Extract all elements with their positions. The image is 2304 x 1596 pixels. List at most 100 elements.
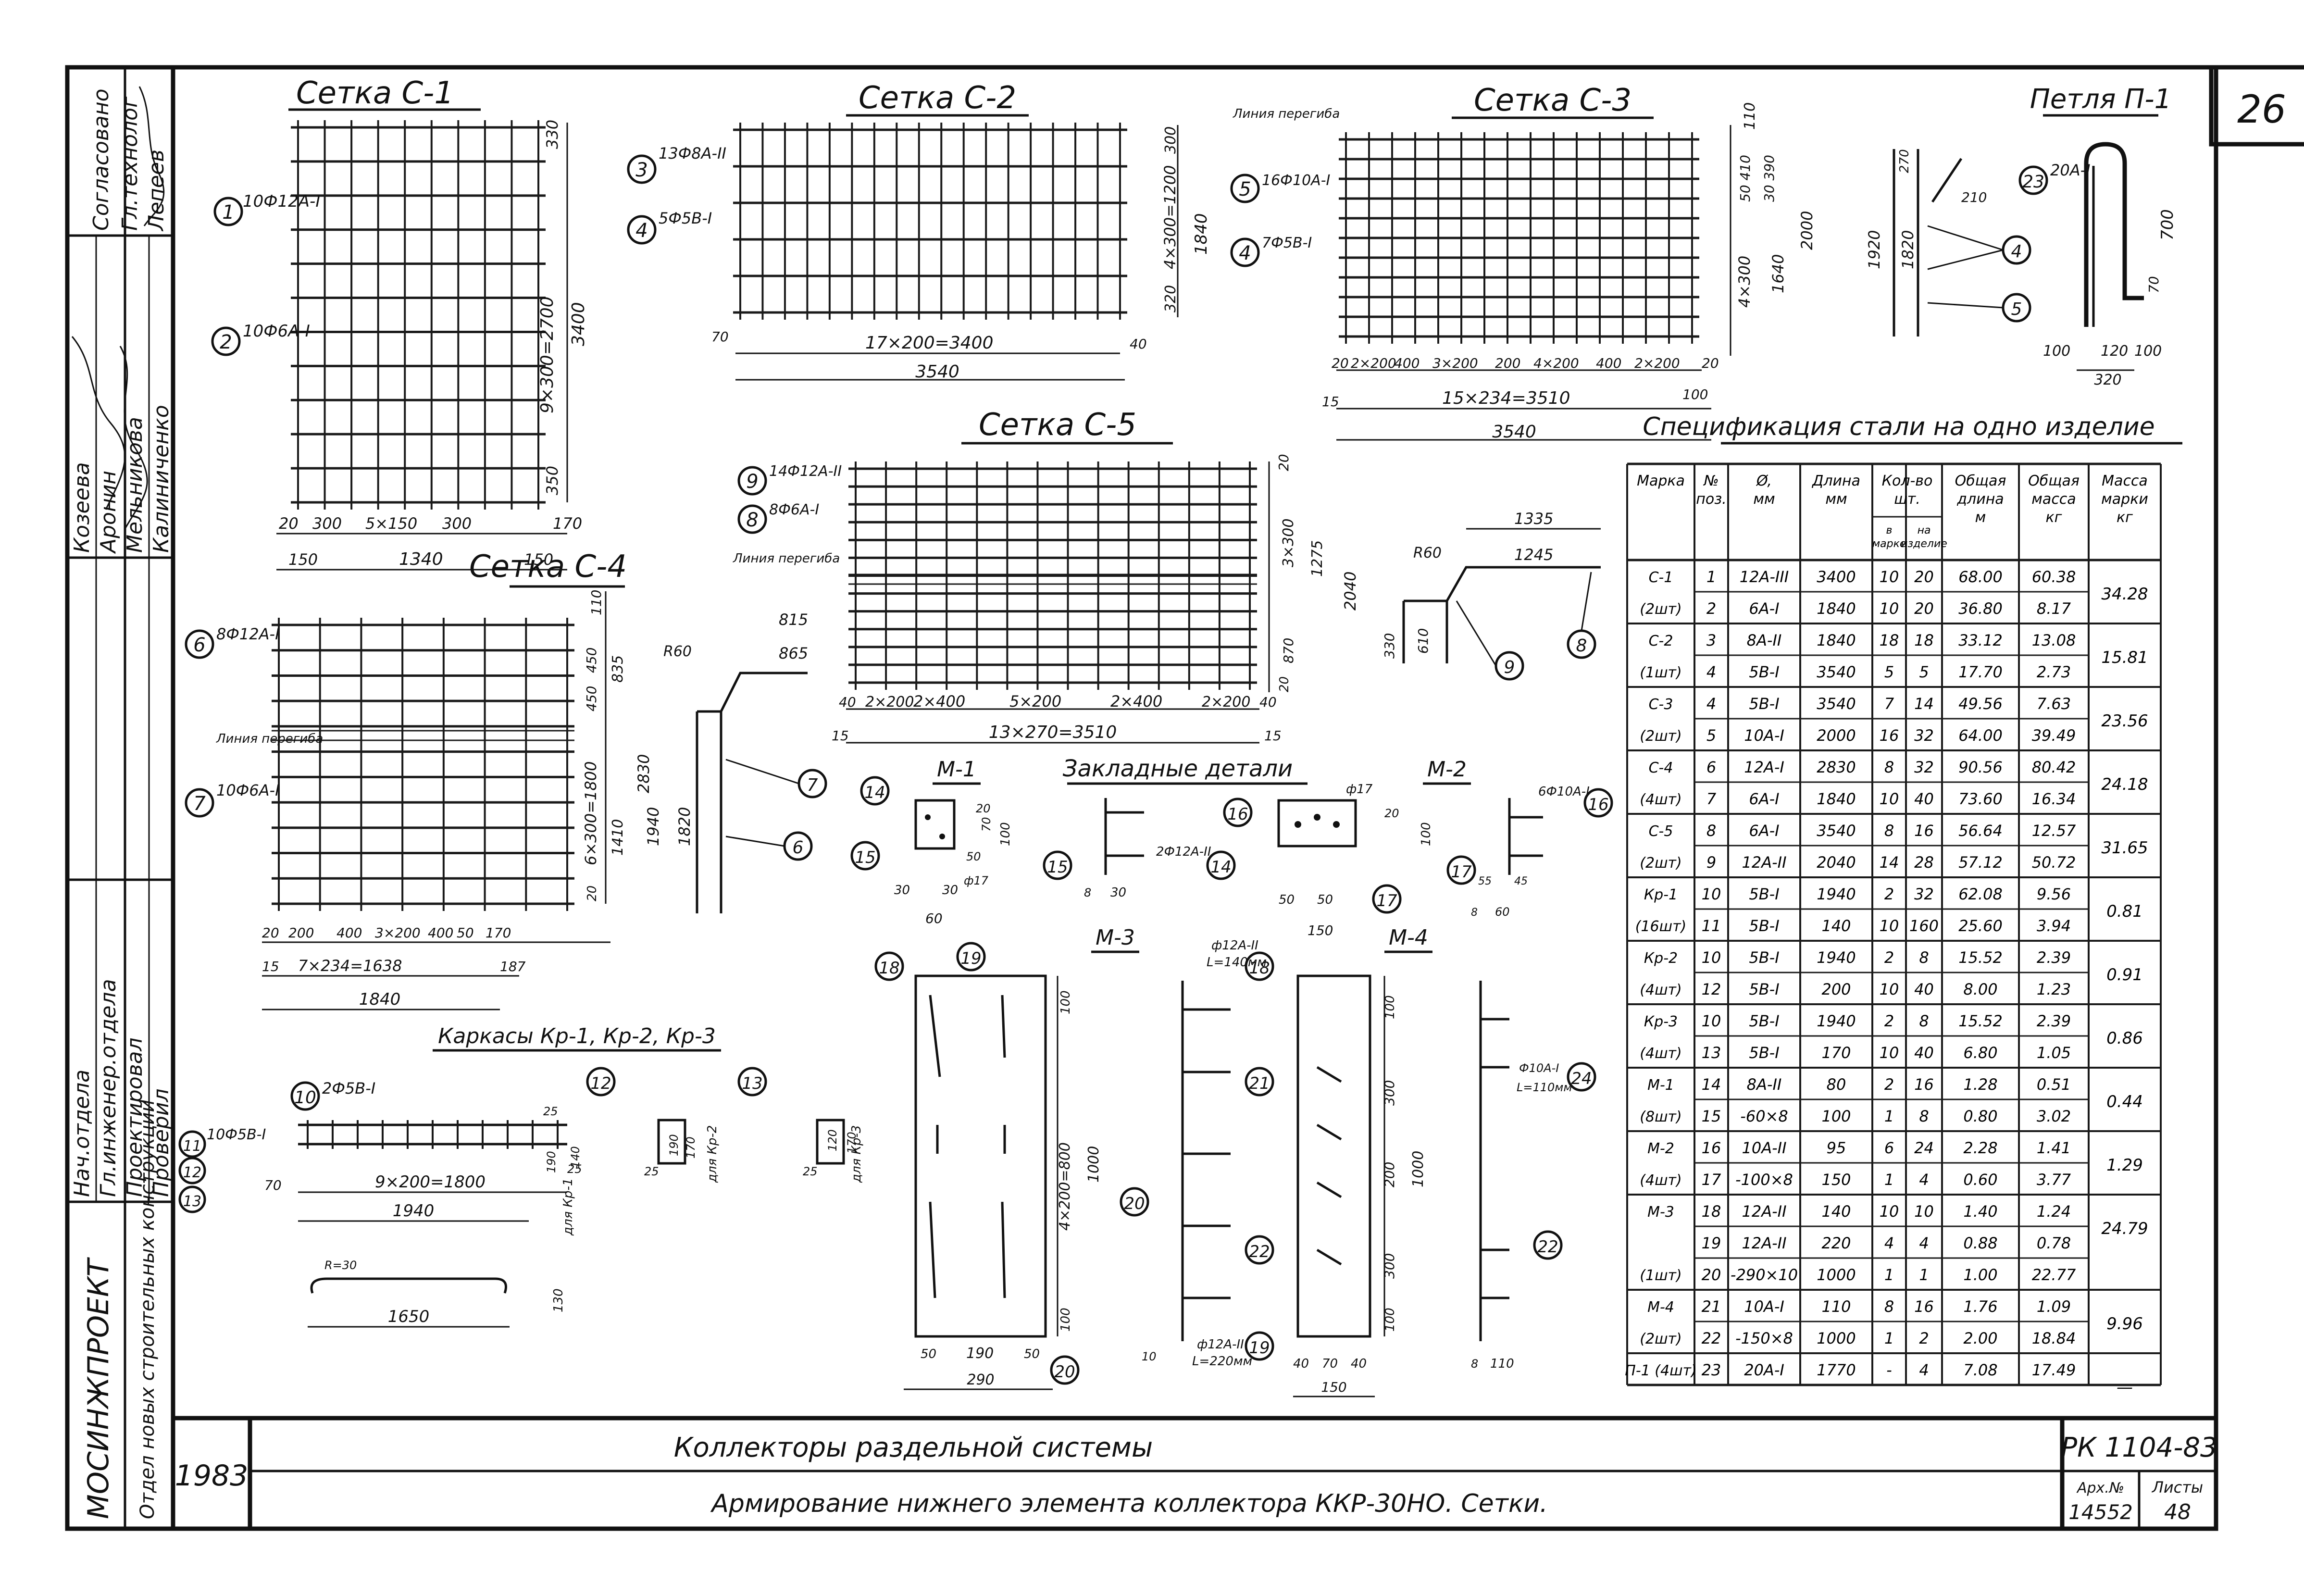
svg-text:1275: 1275 (1309, 540, 1326, 577)
spec-cell: 7 (1706, 790, 1717, 808)
spec-cell: 21 (1702, 1297, 1721, 1316)
spec-cell: -290×10 (1731, 1266, 1798, 1284)
spec-cell: - (1886, 1361, 1892, 1379)
spec-cell: 12А-II (1742, 1234, 1786, 1252)
spec-header: Длина (1811, 473, 1860, 489)
spec-cell: 2 (1884, 948, 1894, 967)
spec-cell: 73.60 (1958, 790, 2003, 808)
spec-cell: 1 (1884, 1266, 1894, 1284)
spec-cell: (2шт) (1640, 728, 1681, 745)
spec-header: марки (2101, 491, 2148, 508)
stamp-dept: Отдел новых строительных конструкций (137, 1100, 159, 1519)
spec-cell: 0.44 (2106, 1092, 2143, 1111)
svg-text:2: 2 (220, 331, 232, 353)
svg-text:50 410: 50 410 (1737, 155, 1753, 202)
spec-cell: 40 (1914, 1044, 1934, 1062)
sheet-frame (65, 65, 2218, 1531)
title-year: 1983 (175, 1459, 249, 1493)
spec-cell: 8 (1706, 822, 1716, 840)
spec-cell: 1.76 (1963, 1297, 1997, 1316)
svg-text:ф12А-II: ф12А-II (1197, 1337, 1244, 1352)
spec-cell: 8 (1919, 948, 1929, 967)
spec-cell: 15 (1702, 1107, 1721, 1125)
svg-text:2040: 2040 (1341, 572, 1359, 611)
svg-text:6: 6 (193, 634, 205, 656)
spec-cell: 10 (1702, 885, 1721, 903)
c4-pos7: 10Ф6А-I (216, 781, 280, 799)
svg-text:40: 40 (1293, 1357, 1309, 1371)
svg-text:25: 25 (567, 1162, 582, 1176)
svg-text:25: 25 (644, 1165, 659, 1178)
spec-cell: 68.00 (1958, 568, 2003, 586)
bend-shape-6-7: R60 815 865 1940 1820 7 6 (644, 611, 827, 913)
spec-cell: 1.29 (2106, 1156, 2143, 1175)
spec-cell: 110 (1821, 1297, 1851, 1316)
spec-cell: Кр-2 (1644, 950, 1678, 967)
svg-text:50: 50 (966, 850, 981, 863)
svg-text:5: 5 (1239, 178, 1251, 200)
spec-cell: 2.00 (1963, 1329, 1997, 1347)
spec-cell: 5В-I (1749, 885, 1779, 903)
svg-text:22: 22 (1537, 1237, 1558, 1257)
svg-text:14: 14 (1210, 858, 1231, 877)
spec-cell: -100×8 (1735, 1171, 1793, 1189)
spec-cell: 20А-I (1744, 1361, 1784, 1379)
spec-cell: 150 (1821, 1171, 1851, 1189)
spec-cell: 10 (1880, 917, 1899, 935)
spec-cell: 170 (1821, 1044, 1851, 1062)
svg-text:170: 170 (684, 1136, 697, 1159)
spec-header: масса (2031, 491, 2076, 508)
svg-text:R60: R60 (1413, 545, 1442, 561)
svg-text:110: 110 (1490, 1357, 1514, 1371)
spec-header: Марка (1637, 473, 1685, 489)
spec-cell: 2.28 (1963, 1139, 1997, 1157)
svg-text:40: 40 (1130, 336, 1147, 352)
spec-header: длина (1956, 491, 2004, 508)
spec-cell: 5В-I (1749, 948, 1779, 967)
svg-text:9: 9 (746, 471, 758, 493)
svg-text:170: 170 (486, 925, 511, 941)
stamp-aronin: Аронин (96, 471, 121, 554)
spec-cell: 62.08 (1958, 885, 2003, 903)
spec-cell: 10 (1914, 1202, 1934, 1221)
svg-text:10Ф5В-I: 10Ф5В-I (207, 1126, 266, 1143)
spec-cell: 1 (1884, 1107, 1894, 1125)
spec-cell: 56.64 (1958, 822, 2003, 840)
spec-cell: 10 (1880, 980, 1899, 998)
spec-cell: 95 (1827, 1139, 1846, 1157)
svg-text:30: 30 (1110, 885, 1126, 900)
svg-text:100: 100 (1059, 1308, 1073, 1332)
spec-cell: 80.42 (2032, 758, 2076, 776)
spec-cell: 4 (1706, 695, 1716, 713)
stamp-designed: Проектировал (123, 1037, 147, 1197)
svg-text:3540: 3540 (1492, 422, 1536, 442)
spec-cell: 24 (1914, 1139, 1934, 1157)
spec-cell: 2000 (1817, 726, 1856, 745)
svg-text:700: 700 (2158, 209, 2177, 240)
spec-cell: 34.28 (2101, 585, 2148, 604)
svg-text:8: 8 (1576, 636, 1587, 656)
svg-text:13: 13 (183, 1193, 201, 1210)
svg-text:150: 150 (288, 550, 318, 569)
spec-cell: 3540 (1817, 822, 1856, 840)
spec-cell: 80 (1827, 1075, 1846, 1094)
arch-number: 14552 (2068, 1500, 2133, 1524)
spec-cell: (4шт) (1640, 1172, 1681, 1189)
mesh-c2-title: Сетка С-2 (859, 80, 1016, 116)
spec-cell: 9.96 (2106, 1314, 2143, 1334)
svg-text:для Кр-1: для Кр-1 (561, 1178, 575, 1236)
svg-text:4×200: 4×200 (1533, 355, 1579, 371)
svg-text:40: 40 (1351, 1357, 1367, 1371)
svg-text:4×200=800: 4×200=800 (1057, 1142, 1073, 1231)
spec-cell: 16 (1880, 726, 1899, 745)
spec-cell: 90.56 (1958, 758, 2003, 776)
svg-text:13×270=3510: 13×270=3510 (989, 723, 1117, 742)
spec-cell: 18 (1702, 1202, 1721, 1221)
frames-title: Каркасы Кр-1, Кр-2, Кр-3 (438, 1024, 716, 1048)
c3-pos5: 16Ф10А-I (1262, 172, 1331, 189)
svg-text:200: 200 (288, 925, 314, 941)
spec-cell: 10А-II (1742, 1139, 1786, 1157)
svg-text:1000: 1000 (1410, 1151, 1427, 1187)
spec-cell: 40 (1914, 790, 1934, 808)
